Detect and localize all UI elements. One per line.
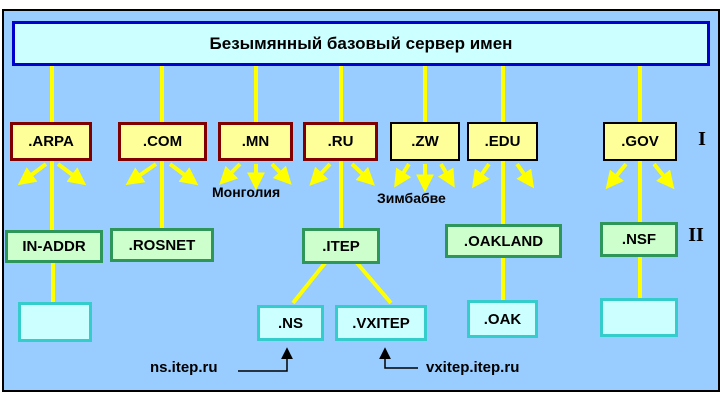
root-server-label: Безымянный базовый сервер имен bbox=[209, 33, 513, 53]
tld-label: .RU bbox=[327, 133, 354, 150]
host-box-vxitep: .VXITEP bbox=[335, 305, 427, 341]
level-marker-2: II bbox=[688, 224, 704, 246]
tld-label: .MN bbox=[241, 133, 270, 150]
tld-label: .ARPA bbox=[28, 133, 74, 150]
hostname-label-ns: ns.itep.ru bbox=[150, 359, 218, 376]
host-box-empty-right bbox=[600, 298, 678, 337]
domain-label: .ITEP bbox=[322, 237, 360, 255]
host-box-empty-left bbox=[18, 302, 92, 342]
tld-label: .COM bbox=[142, 133, 183, 150]
country-label-zimbabwe: Зимбабве bbox=[377, 190, 446, 206]
domain-box-rosnet: .ROSNET bbox=[110, 228, 214, 262]
domain-label: .OAKLAND bbox=[463, 232, 544, 250]
root-server-box: Безымянный базовый сервер имен bbox=[12, 21, 710, 66]
domain-box-nsf: .NSF bbox=[600, 222, 678, 257]
tld-label: .ZW bbox=[411, 133, 439, 150]
tld-box-arpa: .ARPA bbox=[10, 122, 92, 161]
tld-box-ru: .RU bbox=[303, 122, 378, 161]
host-box-ns: .NS bbox=[257, 305, 324, 341]
domain-label: .NSF bbox=[621, 231, 657, 248]
tld-box-gov: .GOV bbox=[603, 122, 677, 161]
tld-box-com: .COM bbox=[118, 122, 207, 161]
host-label: .VXITEP bbox=[352, 314, 410, 332]
domain-box-in-addr: IN-ADDR bbox=[5, 230, 103, 263]
tld-box-edu: .EDU bbox=[467, 122, 538, 161]
domain-label: .ROSNET bbox=[128, 236, 196, 254]
domain-label: IN-ADDR bbox=[22, 238, 86, 255]
host-label: .NS bbox=[277, 314, 303, 332]
tld-box-mn: .MN bbox=[218, 122, 293, 161]
country-label-mongolia: Монголия bbox=[212, 184, 281, 200]
tld-label: .EDU bbox=[484, 133, 521, 150]
domain-box-oakland: .OAKLAND bbox=[445, 224, 562, 258]
domain-box-itep: .ITEP bbox=[302, 228, 380, 264]
host-box-oak: .OAK bbox=[467, 300, 538, 338]
tld-box-zw: .ZW bbox=[390, 122, 460, 161]
tld-label: .GOV bbox=[621, 133, 659, 150]
level-marker-1: I bbox=[698, 128, 706, 150]
hostname-label-vxitep: vxitep.itep.ru bbox=[426, 359, 520, 376]
host-label: .OAK bbox=[483, 310, 522, 328]
